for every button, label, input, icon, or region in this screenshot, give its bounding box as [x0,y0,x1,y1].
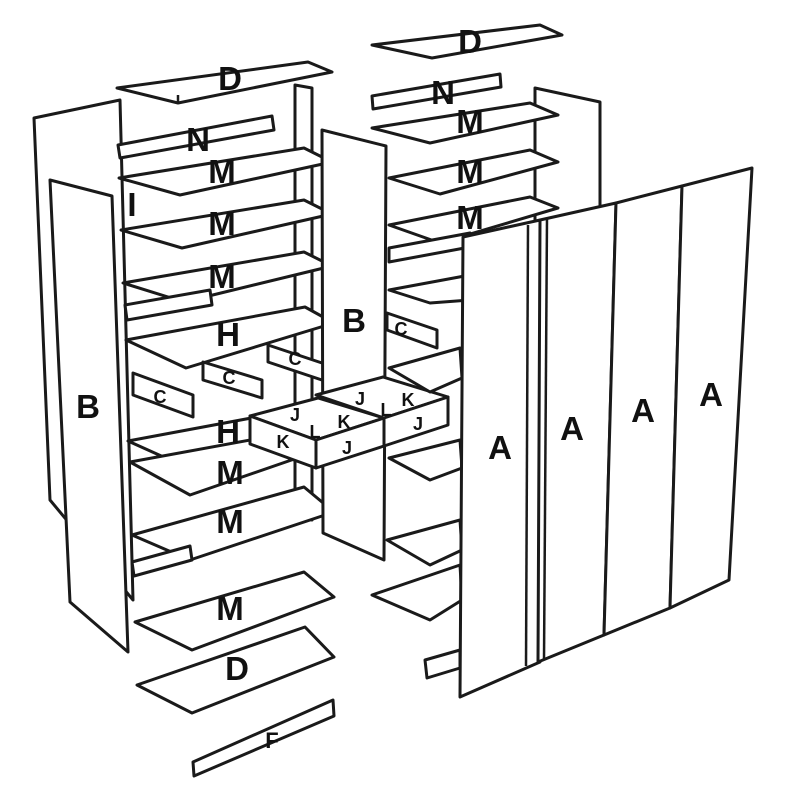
right-shelf-m-4 [387,273,472,305]
label-m-left-5: M [216,503,244,540]
center-side-panel [320,128,388,562]
right-back-rail [370,72,503,111]
door-a-4 [668,166,754,610]
label-k-2: K [338,412,351,432]
label-m-right-1: M [456,103,484,140]
label-b-left: B [76,388,100,425]
label-m-left-3: M [208,258,236,295]
label-m-right-3: M [456,199,484,236]
left-top-panel [115,60,334,105]
label-c-3: C [289,349,302,369]
label-l-1: L [310,422,321,442]
right-shelf-m-6 [387,438,464,482]
label-b-center: B [342,302,366,339]
right-plinth [423,648,462,680]
label-n-left: N [186,121,210,158]
drawer-box-right-side [382,395,450,448]
left-shelf-m-6 [133,570,336,652]
right-shelf-m-8 [370,563,464,622]
left-front-side-panel [48,178,130,654]
label-i: I [127,186,136,223]
label-j-1: J [290,405,300,425]
label-n-right: N [431,74,455,111]
left-shelf-rail-lower [130,544,194,578]
label-c-2: C [223,368,236,388]
label-m-left-6: M [216,590,244,627]
left-back-rail [116,114,276,160]
label-d-top-left: D [218,60,242,97]
left-bracket-c-2 [201,360,264,400]
right-shelf-m-3 [387,195,560,245]
right-top-panel [370,23,564,60]
label-m-left-2: M [208,205,236,242]
right-shelf-m-1 [370,101,560,145]
right-shelf-m-2 [387,148,560,196]
label-h-upper: H [216,316,240,353]
label-d-top-right: D [458,23,482,60]
label-a-1: A [488,429,512,466]
label-c-1: C [154,387,167,407]
plinth [191,698,336,778]
left-shelf-rail-small [123,288,214,322]
label-d-bottom: D [225,650,249,687]
label-k-3: K [402,390,415,410]
label-k-1: K [277,432,290,452]
label-h-lower: H [216,413,240,450]
label-j-3: J [355,389,365,409]
left-bottom-panel [135,625,336,715]
label-m-left-1: M [208,153,236,190]
label-a-3: A [631,392,655,429]
label-m-right-2: M [456,153,484,190]
left-bracket-c-1 [131,371,195,419]
label-j-2: J [342,438,352,458]
label-a-2: A [560,410,584,447]
label-m-left-4: M [216,454,244,491]
label-a-4: A [699,376,723,413]
right-shelf-m-7 [385,518,464,567]
label-f: F [265,728,278,753]
label-l-2: L [381,400,392,420]
label-j-4: J [413,414,423,434]
label-c-right: C [395,319,408,339]
right-bracket-c [385,311,439,350]
